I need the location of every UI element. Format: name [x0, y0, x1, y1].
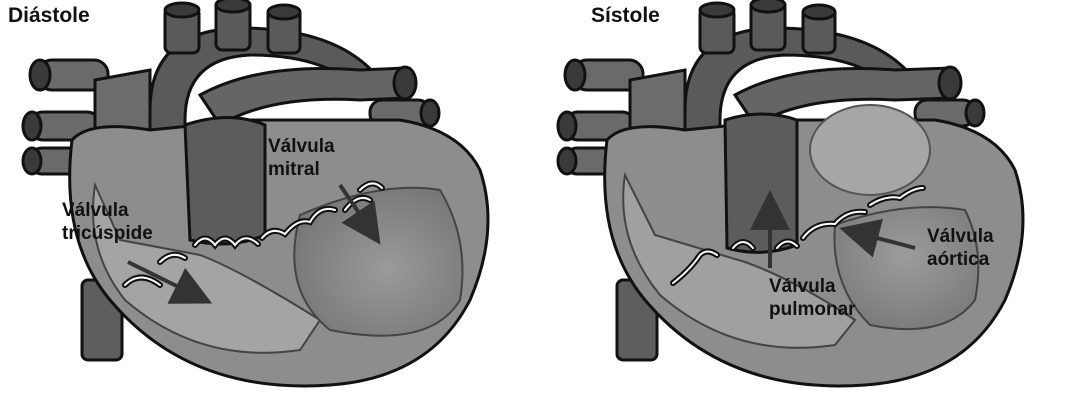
systole-title: Sístole	[591, 4, 660, 28]
tricuspid-valve-label-line1: Válvula	[62, 200, 129, 222]
diastole-title: Diástole	[8, 4, 90, 28]
pulmonary-valve-label-line2: pulmonar	[769, 299, 856, 321]
diastole-panel: Diástole Válvula mitral Válvula tricúspi…	[0, 0, 534, 400]
systole-panel: Sístole Válvula aórtica Válvula pulmonar	[535, 0, 1069, 400]
heart-systole-illustration	[535, 0, 1069, 400]
pulmonary-trunk	[725, 114, 797, 252]
pulmonary-valve-label-line1: Válvula	[769, 276, 836, 298]
mitral-valve-label-line2: mitral	[268, 159, 320, 181]
tricuspid-valve-label-line2: tricúspide	[62, 223, 153, 245]
aortic-valve-label-line1: Válvula	[927, 226, 994, 248]
aortic-valve-label-line2: aórtica	[927, 249, 989, 271]
pulmonary-trunk	[185, 118, 265, 245]
left-atrium	[810, 105, 930, 195]
mitral-valve-label-line1: Válvula	[268, 136, 335, 158]
